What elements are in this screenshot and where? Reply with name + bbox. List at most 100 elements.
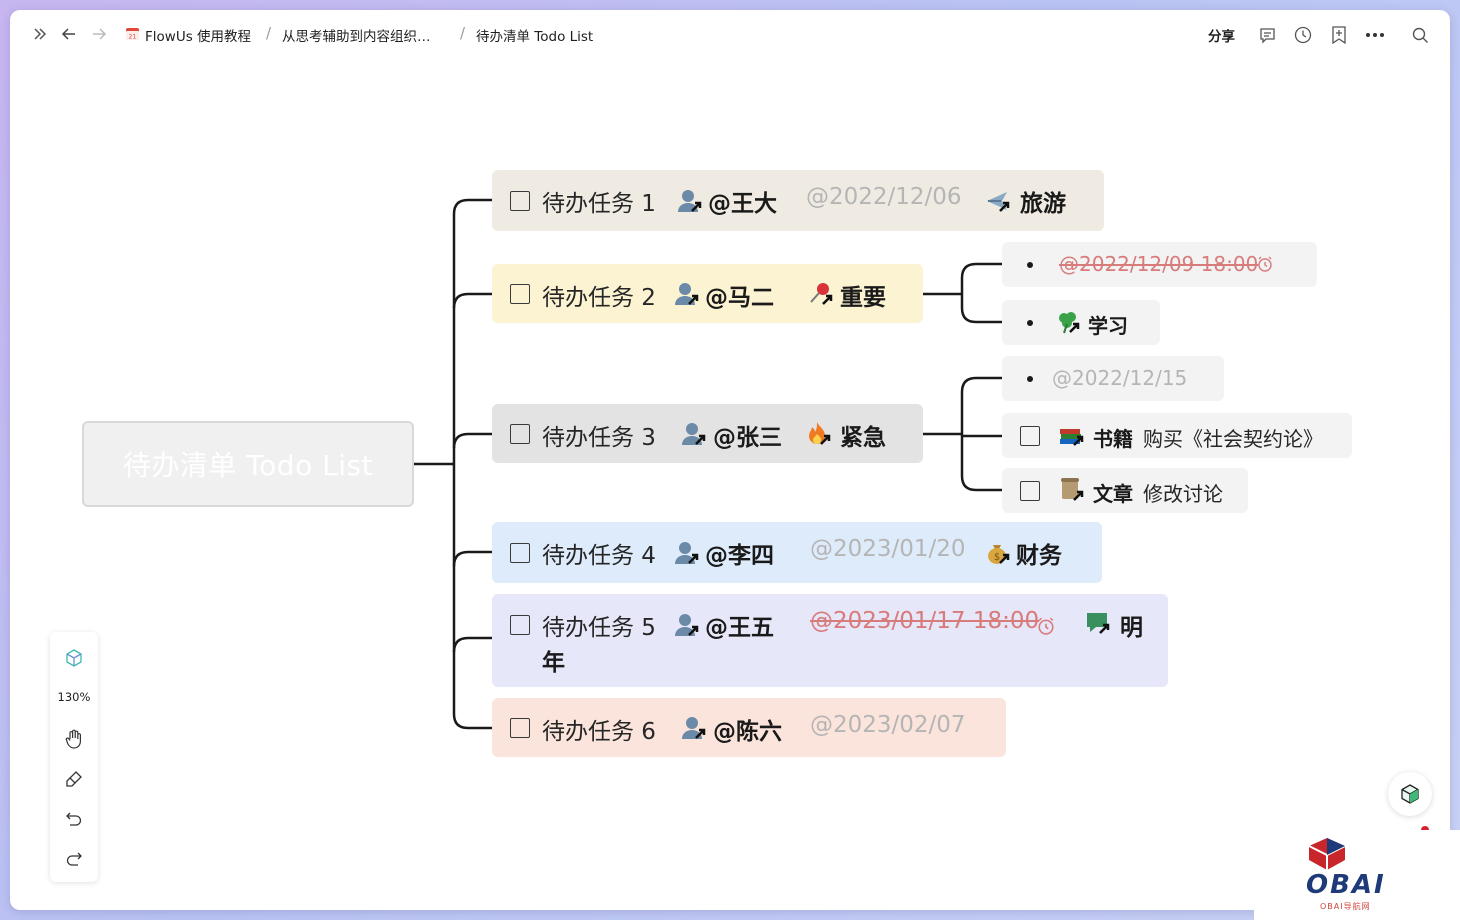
person-icon — [673, 611, 701, 639]
task-checkbox[interactable] — [1020, 426, 1040, 446]
comment-icon[interactable] — [1257, 25, 1277, 45]
alarm-icon — [1036, 616, 1056, 636]
task-title: 待办任务 3 — [542, 425, 656, 451]
task2-child-study[interactable]: 学习 — [1002, 300, 1160, 345]
mindmap-canvas[interactable]: 待办清单 Todo List 待办任务 1 @王大 @2022/12/06 旅游… — [10, 10, 1450, 910]
task-checkbox[interactable] — [510, 191, 530, 211]
task-date[interactable]: @2023/01/20 — [810, 536, 966, 562]
reminder-date[interactable]: @2023/01/17 18:00 — [810, 608, 1040, 634]
task-node-6[interactable]: 待办任务 6 @陈六 @2023/02/07 — [492, 698, 1006, 757]
task-assignee[interactable]: @张三 — [713, 425, 782, 451]
speech-bubble-icon — [1084, 609, 1112, 637]
money-bag-icon: $ — [984, 539, 1012, 567]
task-title: 待办任务 2 — [542, 285, 656, 311]
reminder-date[interactable]: @2022/12/09 18:00 — [1059, 252, 1259, 276]
task-date[interactable]: @2023/02/07 — [810, 712, 966, 738]
ai-assistant-button[interactable] — [1388, 772, 1432, 816]
bullet — [1027, 320, 1033, 326]
task-checkbox[interactable] — [510, 424, 530, 444]
bullet — [1027, 376, 1033, 382]
article-text: 修改讨论 — [1143, 482, 1223, 506]
back-arrow-icon[interactable] — [59, 24, 79, 44]
breadcrumb-item-parent[interactable]: 从思考辅助到内容组织… — [282, 29, 431, 45]
person-icon — [673, 539, 701, 567]
top-bar: 21 FlowUs 使用教程 / 从思考辅助到内容组织… / 待办清单 Todo… — [10, 10, 1450, 58]
watermark-logo: OBAI OBAI导航网 — [1254, 830, 1460, 920]
task-node-3[interactable]: 待办任务 3 @张三 紧急 — [492, 404, 923, 463]
scroll-icon — [1058, 476, 1086, 504]
person-icon — [676, 187, 704, 215]
calendar-icon: 21 — [124, 25, 140, 41]
task-assignee[interactable]: @王五 — [705, 615, 774, 641]
svg-text:21: 21 — [128, 33, 136, 40]
undo-icon[interactable] — [50, 807, 98, 831]
app-window: 21 FlowUs 使用教程 / 从思考辅助到内容组织… / 待办清单 Todo… — [10, 10, 1450, 910]
zoom-level[interactable]: 130% — [57, 690, 91, 704]
task-tag[interactable]: 紧急 — [840, 425, 886, 451]
person-icon — [680, 420, 708, 448]
bookmark-icon[interactable] — [1329, 25, 1349, 45]
task-checkbox[interactable] — [510, 615, 530, 635]
logo-cube-icon — [1308, 838, 1346, 870]
person-icon — [680, 714, 708, 742]
task-assignee[interactable]: @马二 — [705, 285, 774, 311]
canvas-toolbar: 130% — [50, 632, 98, 882]
task-title: 待办任务 5 — [542, 615, 656, 641]
task-tag[interactable]: 财务 — [1016, 543, 1062, 569]
task-checkbox[interactable] — [510, 284, 530, 304]
alarm-icon — [1256, 255, 1274, 273]
search-icon[interactable] — [1410, 25, 1430, 45]
task-tag[interactable]: 明 — [1120, 615, 1143, 641]
task-node-2[interactable]: 待办任务 2 @马二 重要 — [492, 264, 923, 323]
books-icon — [1058, 421, 1086, 449]
task-node-1[interactable]: 待办任务 1 @王大 @2022/12/06 旅游 — [492, 170, 1104, 231]
forward-arrow-icon[interactable] — [89, 24, 109, 44]
pushpin-icon — [807, 280, 835, 308]
task-title: 待办任务 1 — [542, 191, 656, 217]
breadcrumb-separator: / — [266, 24, 272, 42]
task2-child-date[interactable]: @2022/12/09 18:00 — [1002, 242, 1317, 287]
svg-text:$: $ — [994, 552, 1000, 563]
watermark-text: OBAI — [1306, 870, 1386, 900]
cube-icon — [1401, 784, 1419, 804]
task-assignee[interactable]: @李四 — [705, 543, 774, 569]
watermark-subtext: OBAI导航网 — [1320, 902, 1371, 911]
share-button[interactable]: 分享 — [1208, 29, 1235, 45]
book-tag[interactable]: 书籍 — [1093, 427, 1133, 451]
task-assignee[interactable]: @陈六 — [713, 719, 782, 745]
fire-icon — [805, 420, 833, 448]
history-icon[interactable] — [1293, 25, 1313, 45]
task-date[interactable]: @2022/12/06 — [806, 184, 962, 210]
airplane-icon — [984, 187, 1012, 215]
book-text: 购买《社会契约论》 — [1143, 427, 1323, 451]
task-title: 待办任务 6 — [542, 719, 656, 745]
study-tag[interactable]: 学习 — [1088, 314, 1128, 338]
task-tag[interactable]: 旅游 — [1020, 191, 1066, 217]
breadcrumb-item-tutorial[interactable]: FlowUs 使用教程 — [145, 29, 252, 45]
shamrock-icon — [1054, 308, 1082, 336]
root-node[interactable]: 待办清单 Todo List — [82, 421, 414, 507]
breadcrumb-separator: / — [460, 24, 466, 42]
task3-child-date[interactable]: @2022/12/15 — [1002, 356, 1224, 401]
brush-icon[interactable] — [50, 767, 98, 791]
hand-icon[interactable] — [50, 727, 98, 751]
article-tag[interactable]: 文章 — [1093, 482, 1133, 506]
task-assignee[interactable]: @王大 — [708, 191, 777, 217]
redo-icon[interactable] — [50, 847, 98, 871]
task-title: 待办任务 4 — [542, 543, 656, 569]
task-checkbox[interactable] — [510, 718, 530, 738]
task-date[interactable]: @2022/12/15 — [1052, 366, 1188, 390]
expand-sidebar-icon[interactable] — [30, 24, 50, 44]
more-icon[interactable] — [1365, 25, 1385, 45]
task-checkbox[interactable] — [1020, 481, 1040, 501]
task-node-4[interactable]: 待办任务 4 @李四 @2023/01/20 $ 财务 — [492, 522, 1102, 583]
cube-icon[interactable] — [50, 646, 98, 670]
task-tag[interactable]: 重要 — [840, 285, 886, 311]
person-icon — [673, 280, 701, 308]
breadcrumb-item-current[interactable]: 待办清单 Todo List — [476, 29, 594, 45]
task-node-5[interactable]: 待办任务 5 年 @王五 @2023/01/17 18:00 明 — [492, 594, 1168, 687]
task-checkbox[interactable] — [510, 543, 530, 563]
task3-child-article[interactable]: 文章 修改讨论 — [1002, 468, 1248, 513]
connector-lines — [414, 198, 1002, 730]
task3-child-book[interactable]: 书籍 购买《社会契约论》 — [1002, 413, 1352, 458]
